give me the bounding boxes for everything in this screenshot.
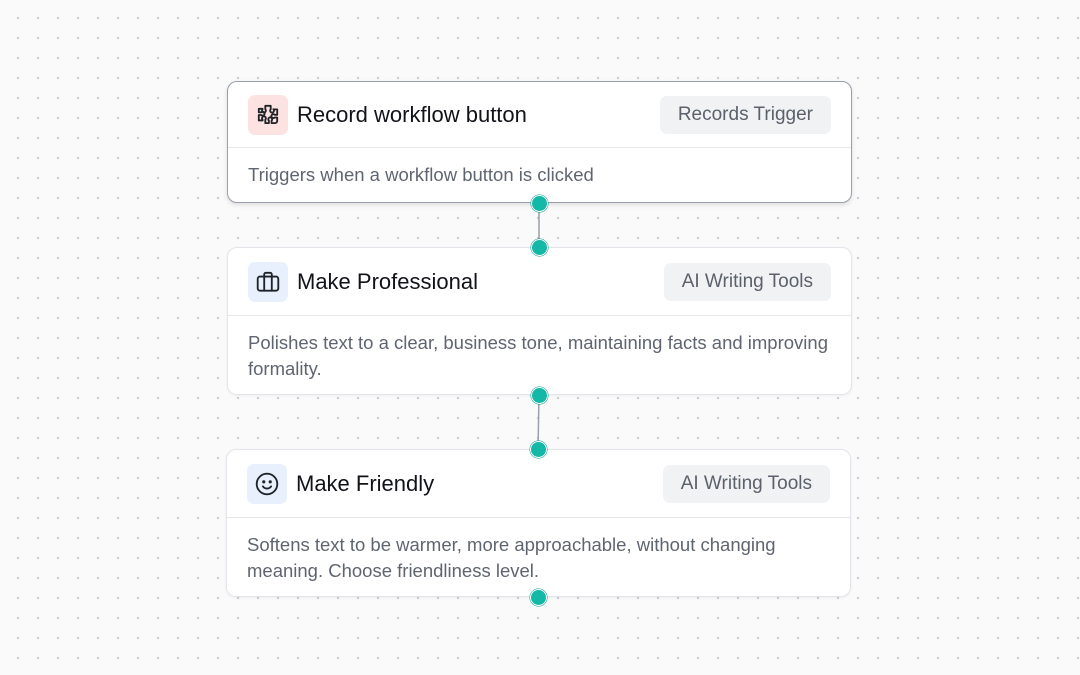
workflow-node-make-friendly[interactable]: Make Friendly AI Writing Tools Softens t… xyxy=(226,449,851,597)
workflow-node-make-professional[interactable]: Make Professional AI Writing Tools Polis… xyxy=(227,247,852,395)
node-description: Softens text to be warmer, more approach… xyxy=(247,534,776,581)
briefcase-icon xyxy=(248,261,288,302)
workflow-node-record-button[interactable]: Record workflow button Records Trigger T… xyxy=(227,81,852,203)
edge-2-3[interactable] xyxy=(537,394,540,450)
input-handle-node-2[interactable] xyxy=(531,239,548,256)
input-handle-node-3[interactable] xyxy=(530,441,547,458)
smiley-icon xyxy=(247,463,287,504)
node-category-badge: Records Trigger xyxy=(659,95,831,134)
node-description: Triggers when a workflow button is click… xyxy=(248,164,594,185)
node-title: Record workflow button xyxy=(297,101,527,127)
node-description: Polishes text to a clear, business tone,… xyxy=(248,332,828,379)
node-category-badge: AI Writing Tools xyxy=(662,464,830,503)
node-title: Make Friendly xyxy=(296,470,435,496)
node-category-badge: AI Writing Tools xyxy=(663,262,831,301)
output-handle-node-3[interactable] xyxy=(530,589,547,606)
puzzle-icon xyxy=(248,94,288,135)
node-title: Make Professional xyxy=(297,268,478,294)
output-handle-node-1[interactable] xyxy=(531,195,548,212)
output-handle-node-2[interactable] xyxy=(531,387,548,404)
